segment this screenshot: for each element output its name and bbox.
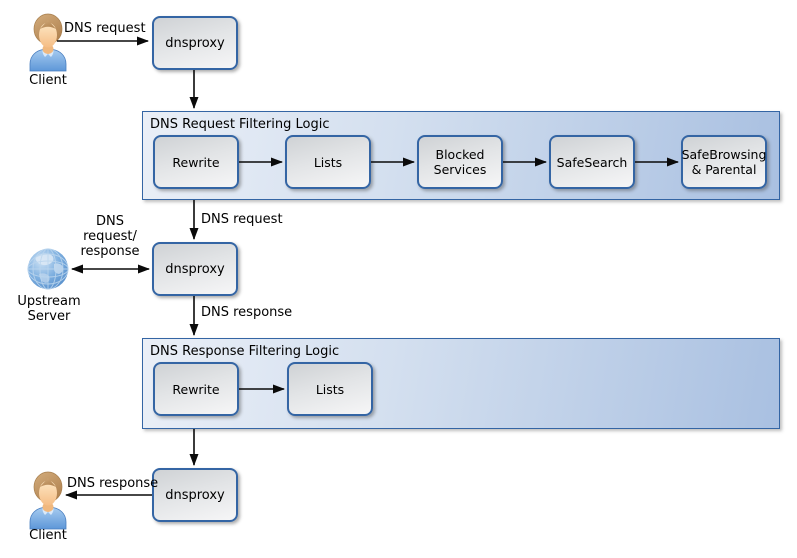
edge-label-proxy-response: DNS response bbox=[201, 305, 293, 320]
edge-label-client-request: DNS request bbox=[64, 21, 146, 36]
step-lists-request: Lists bbox=[285, 135, 371, 189]
step-lists-response-label: Lists bbox=[315, 381, 345, 397]
step-rewrite-response: Rewrite bbox=[153, 362, 239, 416]
step-safebrowsing-parental: SafeBrowsing & Parental bbox=[681, 135, 767, 189]
edge-label-upstream-exchange: DNS request/ response bbox=[80, 214, 140, 259]
step-blocked-services: Blocked Services bbox=[417, 135, 503, 189]
step-rewrite-response-label: Rewrite bbox=[172, 381, 220, 397]
person-icon bbox=[26, 471, 70, 534]
step-safesearch-label: SafeSearch bbox=[556, 154, 628, 170]
step-rewrite-request: Rewrite bbox=[153, 135, 239, 189]
group-dns-response-filtering-title: DNS Response Filtering Logic bbox=[150, 344, 340, 359]
client-top-label: Client bbox=[29, 73, 67, 88]
node-dnsproxy-mid-label: dnsproxy bbox=[165, 261, 225, 277]
node-dnsproxy-bottom-label: dnsproxy bbox=[165, 487, 225, 503]
step-lists-request-label: Lists bbox=[313, 154, 343, 170]
group-dns-response-filtering: DNS Response Filtering Logic bbox=[142, 338, 780, 429]
step-lists-response: Lists bbox=[287, 362, 373, 416]
group-dns-request-filtering-title: DNS Request Filtering Logic bbox=[150, 117, 330, 132]
person-icon bbox=[26, 13, 70, 76]
edge-label-response-to-client: DNS response bbox=[67, 476, 159, 491]
edge-label-filtered-request: DNS request bbox=[201, 212, 283, 227]
node-dnsproxy-bottom: dnsproxy bbox=[152, 468, 238, 522]
step-safebrowsing-parental-label: SafeBrowsing & Parental bbox=[681, 147, 767, 177]
step-blocked-services-label: Blocked Services bbox=[433, 147, 487, 177]
node-dnsproxy-mid: dnsproxy bbox=[152, 242, 238, 296]
node-dnsproxy-top: dnsproxy bbox=[152, 16, 238, 70]
upstream-server-label: Upstream Server bbox=[17, 294, 81, 324]
client-bottom-label: Client bbox=[29, 528, 67, 543]
step-safesearch: SafeSearch bbox=[549, 135, 635, 189]
globe-icon bbox=[27, 248, 69, 294]
node-dnsproxy-top-label: dnsproxy bbox=[165, 35, 225, 51]
step-rewrite-request-label: Rewrite bbox=[172, 154, 220, 170]
